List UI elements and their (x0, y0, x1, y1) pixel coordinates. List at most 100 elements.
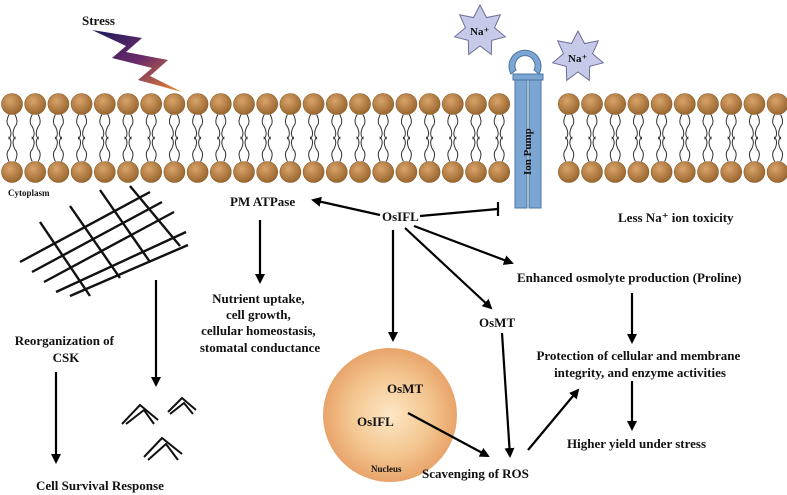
lipid-head (697, 161, 719, 183)
lipid-tail (383, 114, 389, 140)
protection-line-1: Protection of cellular and membrane (536, 348, 740, 363)
lipid-tail (725, 136, 731, 162)
lipid-tail (430, 136, 436, 162)
na-ion-star-icon: Na⁺ (453, 3, 507, 56)
lipid-head (488, 161, 511, 183)
lipid-tail (221, 114, 227, 140)
lipid-head (47, 93, 70, 115)
lipid-head (70, 93, 93, 115)
lipid-head (279, 161, 302, 183)
lipid-tail (337, 136, 343, 162)
lipid-tail (261, 136, 267, 162)
lipid-tail (679, 114, 685, 140)
reorg-line-1: Reorganization of (15, 333, 115, 348)
protection-text: Protection of cellular and membrane inte… (536, 348, 743, 380)
lipid-head (70, 161, 93, 183)
lipid-tail (569, 114, 575, 140)
ion-pump-label: Ion Pump (522, 128, 534, 175)
pm-atpase-label: PM ATPase (230, 194, 295, 209)
lipid-tail (470, 114, 476, 140)
lipid-head (349, 161, 371, 183)
lipid-head (766, 93, 787, 115)
less-na-toxicity-label: Less Na⁺ ion toxicity (618, 210, 734, 225)
lipid-head (186, 161, 209, 183)
lipid-tail (424, 114, 430, 140)
lipid-tail (215, 114, 221, 140)
na-ion-star-icon: Na⁺ (551, 29, 605, 82)
lipid-head (140, 161, 162, 183)
lipid-head (604, 161, 627, 183)
lipid-tail (563, 136, 569, 162)
lipid-head (210, 161, 232, 183)
lipid-tail (615, 114, 621, 140)
lipid-tail (354, 136, 360, 162)
lipid-tail (360, 114, 366, 140)
lipid-tail (58, 136, 64, 162)
lipid-head (140, 93, 162, 115)
lipid-tail (99, 136, 105, 162)
lipid-tail (198, 136, 204, 162)
lipid-head (349, 93, 371, 115)
lipid-tail (174, 136, 180, 162)
lipid-tail (632, 114, 638, 140)
lipid-tail (128, 114, 134, 140)
lipid-tail (308, 114, 314, 140)
lipid-head (163, 93, 186, 115)
lipid-tail (52, 114, 58, 140)
lipid-tail (430, 114, 436, 140)
lightning-bolt-icon (92, 30, 182, 92)
lipid-tail (754, 136, 760, 162)
lipid-head (488, 93, 511, 115)
lipid-tail (679, 136, 685, 162)
lipid-tail (76, 136, 82, 162)
lipid-tail (354, 114, 360, 140)
lipid-tail (406, 114, 412, 140)
lipid-tail (331, 114, 337, 140)
lipid-head (673, 161, 696, 183)
lipid-tail (192, 136, 198, 162)
lipid-tail (12, 136, 18, 162)
lipid-tail (6, 136, 12, 162)
lipid-head (627, 161, 650, 183)
lipid-tail (284, 136, 290, 162)
lipid-heads (1, 93, 787, 183)
lipid-tail (586, 114, 592, 140)
cell-survival-label: Cell Survival Response (36, 478, 164, 493)
lipid-tail (221, 136, 227, 162)
lipid-tail (267, 114, 273, 140)
lipid-tail (748, 114, 754, 140)
lipid-head (256, 93, 279, 115)
lipid-tail (708, 114, 714, 140)
protection-line-2: integrity, and enzyme activities (554, 365, 726, 380)
lipid-tail (99, 114, 105, 140)
lipid-tail (145, 114, 151, 140)
lipid-tails (6, 114, 784, 162)
lipid-tail (52, 136, 58, 162)
lipid-head (465, 93, 487, 115)
lipid-tail (778, 114, 784, 140)
lipid-tail (638, 114, 644, 140)
cytoplasm-label: Cytoplasm (8, 188, 50, 198)
lipid-head (233, 161, 255, 183)
lipid-tail (731, 136, 737, 162)
lipid-tail (238, 136, 244, 162)
lipid-head (743, 93, 766, 115)
lipid-head (766, 161, 787, 183)
lipid-head (163, 161, 186, 183)
lipid-head (441, 93, 464, 115)
lipid-head (581, 93, 603, 115)
lipid-tail (151, 114, 157, 140)
lipid-tail (290, 114, 296, 140)
lipid-tail (267, 136, 273, 162)
lipid-tail (772, 136, 778, 162)
lipid-tail (151, 136, 157, 162)
lipid-head (673, 93, 696, 115)
lipid-tail (656, 136, 662, 162)
lipid-tail (702, 114, 708, 140)
lipid-tail (105, 114, 111, 140)
scavenging-ros-label: Scavenging of ROS (422, 466, 529, 481)
lipid-tail (731, 114, 737, 140)
lipid-head (210, 93, 232, 115)
